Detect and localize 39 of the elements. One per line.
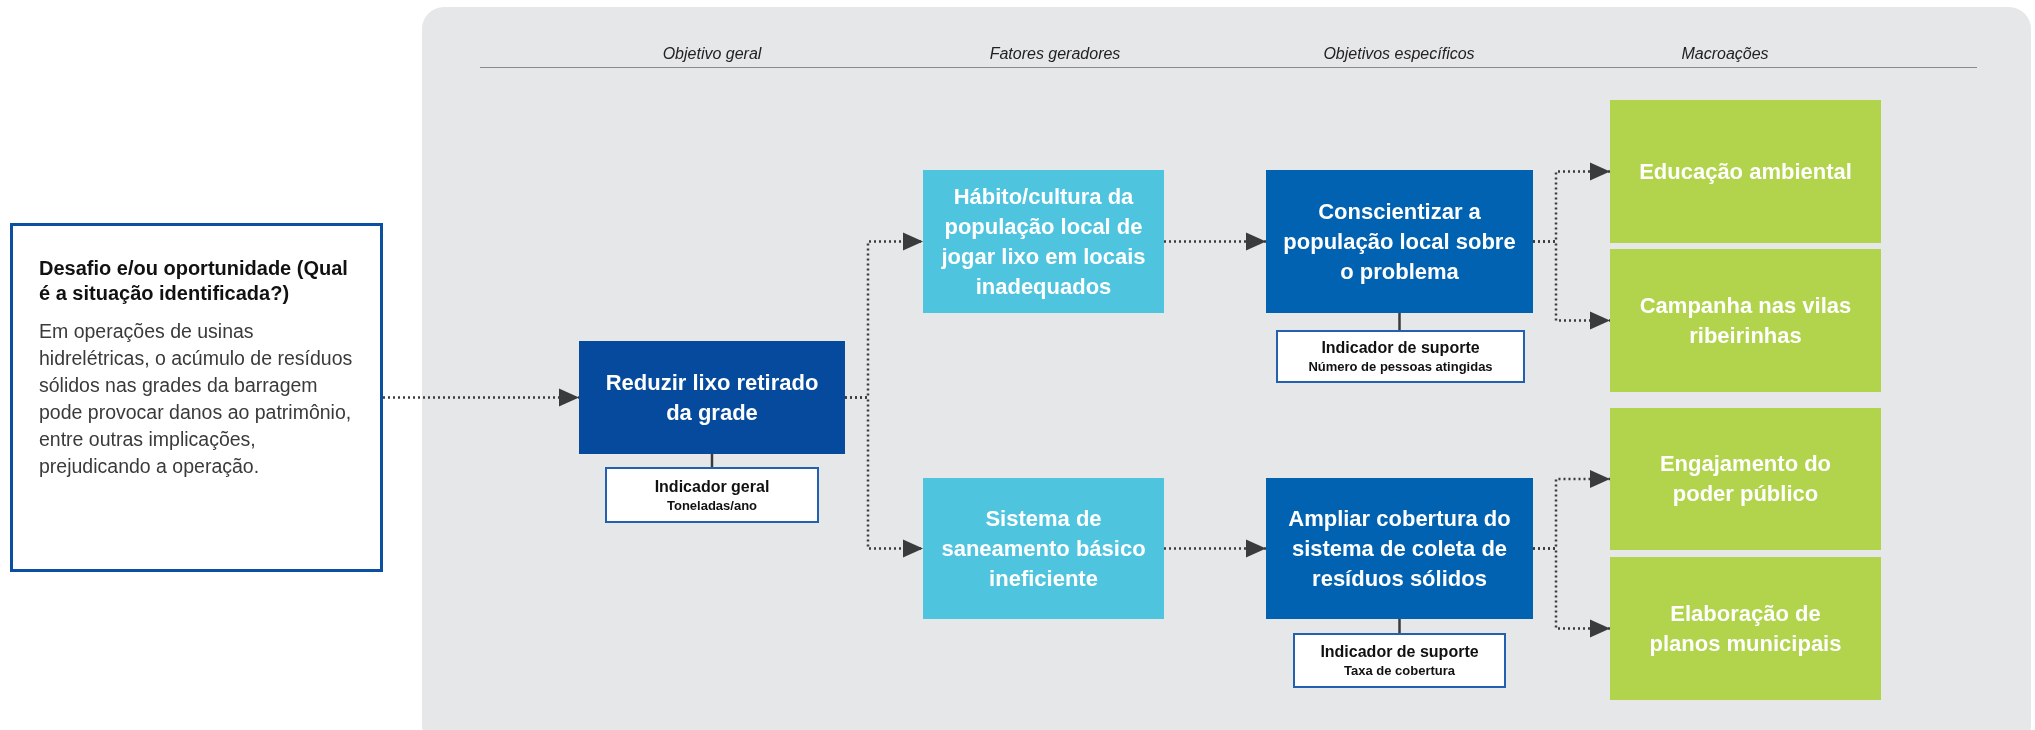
box-label: Hábito/cultura da população local de jogar lixo em locais inadequados xyxy=(940,182,1147,301)
box-label: Sistema de saneamento básico ineficiente xyxy=(940,504,1147,593)
indicator-value: Taxa de cobertura xyxy=(1344,662,1455,679)
column-header: Objetivo geral xyxy=(662,44,762,64)
challenge-card xyxy=(10,223,383,572)
indicator-box xyxy=(1293,633,1506,688)
box-label: Educação ambiental xyxy=(1639,157,1852,186)
box-label: Engajamento do poder público xyxy=(1658,450,1833,508)
action-box xyxy=(1610,100,1881,243)
indicator-box xyxy=(1276,330,1525,383)
column-header: Objetivos específicos xyxy=(1323,44,1475,64)
box-label: Ampliar cobertura do sistema de coleta de resíduos sólidos xyxy=(1287,504,1512,593)
action-box xyxy=(1610,557,1881,700)
arrow xyxy=(1533,547,1610,638)
objective-box xyxy=(1266,478,1533,619)
box-label: Campanha nas vilas ribeirinhas xyxy=(1638,291,1853,350)
indicator-title: Indicador de suporte xyxy=(1321,338,1480,358)
factor-box xyxy=(923,170,1164,313)
indicator-box xyxy=(605,467,819,523)
column-header: Macroações xyxy=(1681,44,1769,64)
objective-box xyxy=(1266,170,1533,313)
indicator-value: Número de pessoas atingidas xyxy=(1308,358,1493,375)
card-body: Em operações de usinas hidrelétricas, o acúmulo de resíduos sólidos nas grades da barragem pode provocar danos ao patrimônio, entre outras implicações, prejudicando a operação. xyxy=(39,319,354,479)
box-label: Elaboração de planos municipais xyxy=(1648,599,1843,658)
action-box xyxy=(1610,249,1881,392)
goal-box xyxy=(579,341,845,454)
factor-box xyxy=(923,478,1164,619)
indicator-title: Indicador geral xyxy=(654,476,770,497)
column-header: Fatores geradores xyxy=(989,44,1121,64)
arrow xyxy=(383,388,579,407)
indicator-value: Toneladas/ano xyxy=(666,496,758,514)
action-box xyxy=(1610,408,1881,550)
connector-line xyxy=(1398,313,1401,330)
card-heading: Desafio e/ou oportunidade (Qual é a situação identificada?) xyxy=(39,256,349,306)
box-label: Conscientizar a população local sobre o problema xyxy=(1282,197,1517,286)
box-label: Reduzir lixo retirado da grade xyxy=(604,368,820,427)
indicator-title: Indicador de suporte xyxy=(1320,642,1479,662)
arrow xyxy=(845,396,923,558)
connector-line xyxy=(1398,619,1401,633)
